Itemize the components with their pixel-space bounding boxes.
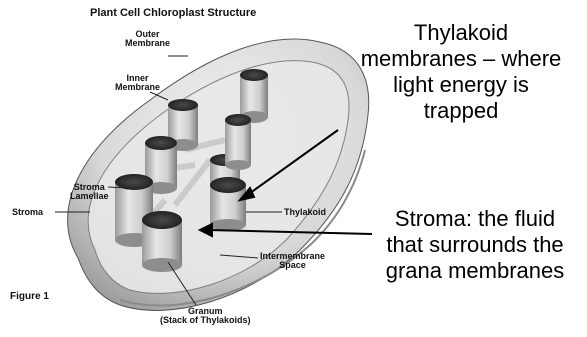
thylakoid-label: Thylakoid xyxy=(284,208,326,217)
granum-stack xyxy=(225,114,251,170)
intermembrane-space-label: Intermembrane Space xyxy=(260,252,325,270)
granum-label: Granum (Stack of Thylakoids) xyxy=(160,307,251,325)
stroma-label: Stroma xyxy=(12,208,43,217)
stroma-lamellae-label: Stroma Lamellae xyxy=(70,183,109,201)
granum-stack xyxy=(142,211,182,272)
figure-label: Figure 1 xyxy=(10,291,49,302)
inner-membrane-label: Inner Membrane xyxy=(115,74,160,92)
outer-membrane-label: Outer Membrane xyxy=(125,30,170,48)
granum-stack xyxy=(210,177,246,231)
thylakoid-annotation: Thylakoid membranes – where light energy… xyxy=(343,20,579,124)
stroma-annotation: Stroma: the fluid that surrounds the gra… xyxy=(368,206,582,284)
